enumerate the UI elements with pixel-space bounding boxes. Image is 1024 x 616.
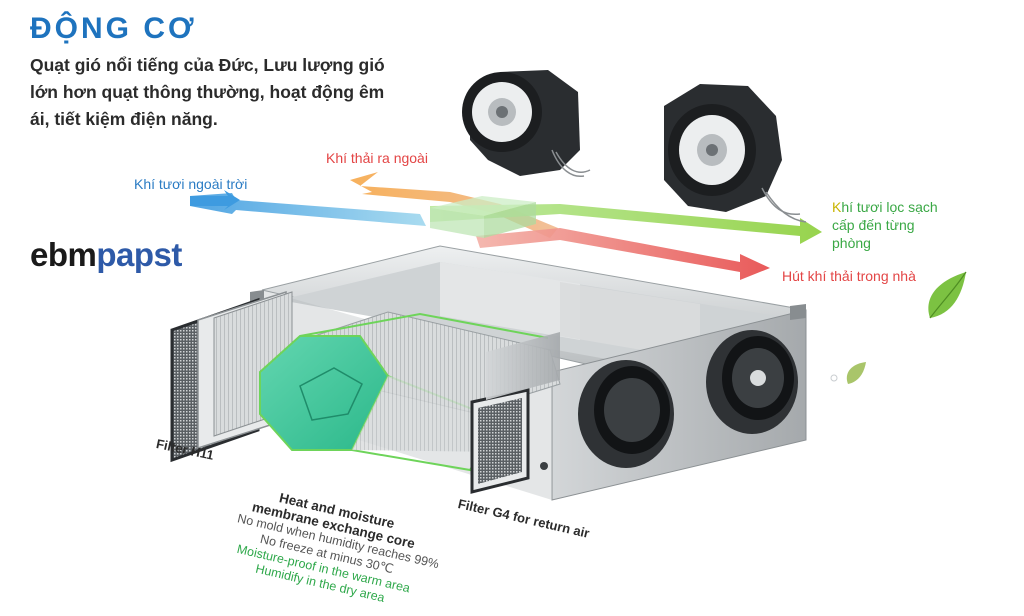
- port-icon: [540, 462, 548, 470]
- description: Quạt gió nổi tiếng của Đức, Lưu lượng gi…: [30, 52, 390, 133]
- leaf-icon: [928, 271, 967, 319]
- description-line: ái, tiết kiệm điện năng.: [30, 109, 218, 129]
- duct-collar-icon: [706, 330, 798, 434]
- label-fresh-supply: Khí tươi lọc sạch cấp đến từng phòng: [832, 198, 938, 252]
- heat-exchange-core: [259, 311, 561, 472]
- bubble-icon: [830, 374, 838, 382]
- ebmpapst-logo: ebmpapst: [30, 236, 182, 274]
- label-return-exhaust: Hút khí thải trong nhà: [782, 268, 916, 284]
- fresh-air-arrow: [190, 190, 426, 226]
- description-line: lớn hơn quạt thông thường, hoạt động êm: [30, 82, 385, 102]
- fan-icon: [664, 84, 807, 223]
- label-fresh-supply-line1: hí tươi lọc sạch: [841, 199, 938, 215]
- description-line: Quạt gió nổi tiếng của Đức, Lưu lượng gi…: [30, 55, 385, 75]
- crossing-cube: [430, 196, 536, 238]
- return-air-arrow: [476, 228, 770, 280]
- label-fresh-supply-k: K: [832, 199, 842, 215]
- label-fresh-outdoor: Khí tươi ngoài trời: [134, 176, 248, 192]
- filter-h11: [170, 290, 293, 463]
- leaf-icon: [846, 362, 866, 384]
- page-title: ĐỘNG CƠ: [30, 12, 197, 45]
- label-fresh-supply-line2: cấp đến từng: [832, 217, 915, 233]
- fan-icon: [462, 70, 591, 178]
- filter-g4: [470, 332, 560, 494]
- label-exhaust-out: Khí thải ra ngoài: [326, 150, 428, 166]
- logo-part-papst: papst: [96, 236, 182, 273]
- duct-collar-icon: [578, 360, 674, 468]
- logo-part-ebm: ebm: [30, 236, 97, 273]
- label-fresh-supply-line3: phòng: [832, 235, 871, 251]
